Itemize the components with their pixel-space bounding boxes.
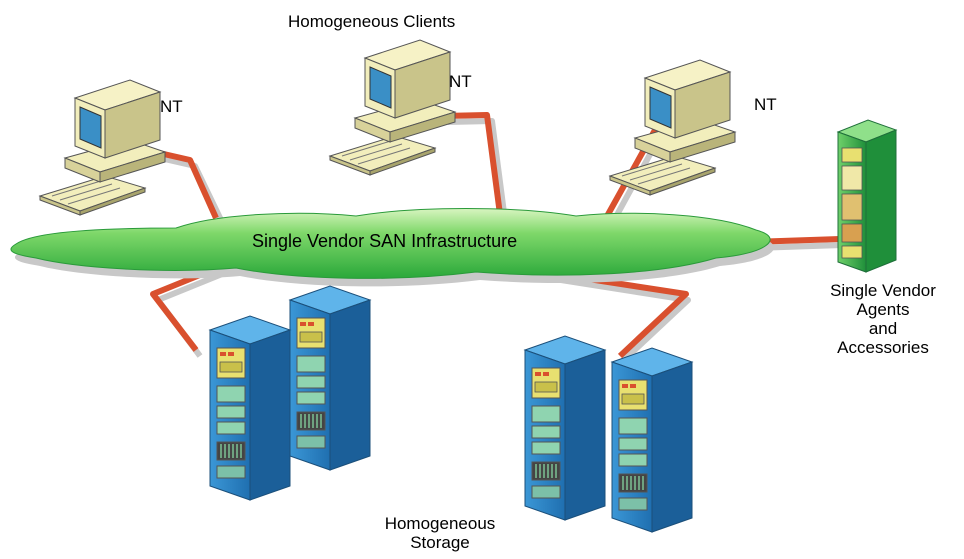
agents-label-line-4: Accessories [837,338,929,357]
san-label: Single Vendor SAN Infrastructure [252,231,518,251]
agents-label-line-2: Agents [856,300,910,319]
agents-label-line-3: and [868,319,898,338]
storage-label: Homogeneous Storage [380,514,500,552]
client-os-label-center: NT [449,72,472,91]
client-os-label-right: NT [754,95,777,114]
storage-array-right [524,335,693,533]
agents-cabinet [836,119,898,273]
client-pc-center [329,39,456,176]
link-client-left [154,149,219,220]
storage-array-left [209,285,371,501]
storage-label-line-1: Homogeneous [384,514,496,533]
client-pc-right [609,59,736,196]
agents-label-line-1: Single Vendor [830,281,936,300]
diagram-title: Homogeneous Clients [288,12,456,31]
client-pc-left [39,79,166,216]
client-os-label-left: NT [160,97,183,116]
link-client-center [442,112,504,223]
storage-label-line-2: Storage [410,533,470,552]
san-cloud [10,208,771,279]
agents-label: Single Vendor Agents and Accessories [818,281,948,357]
